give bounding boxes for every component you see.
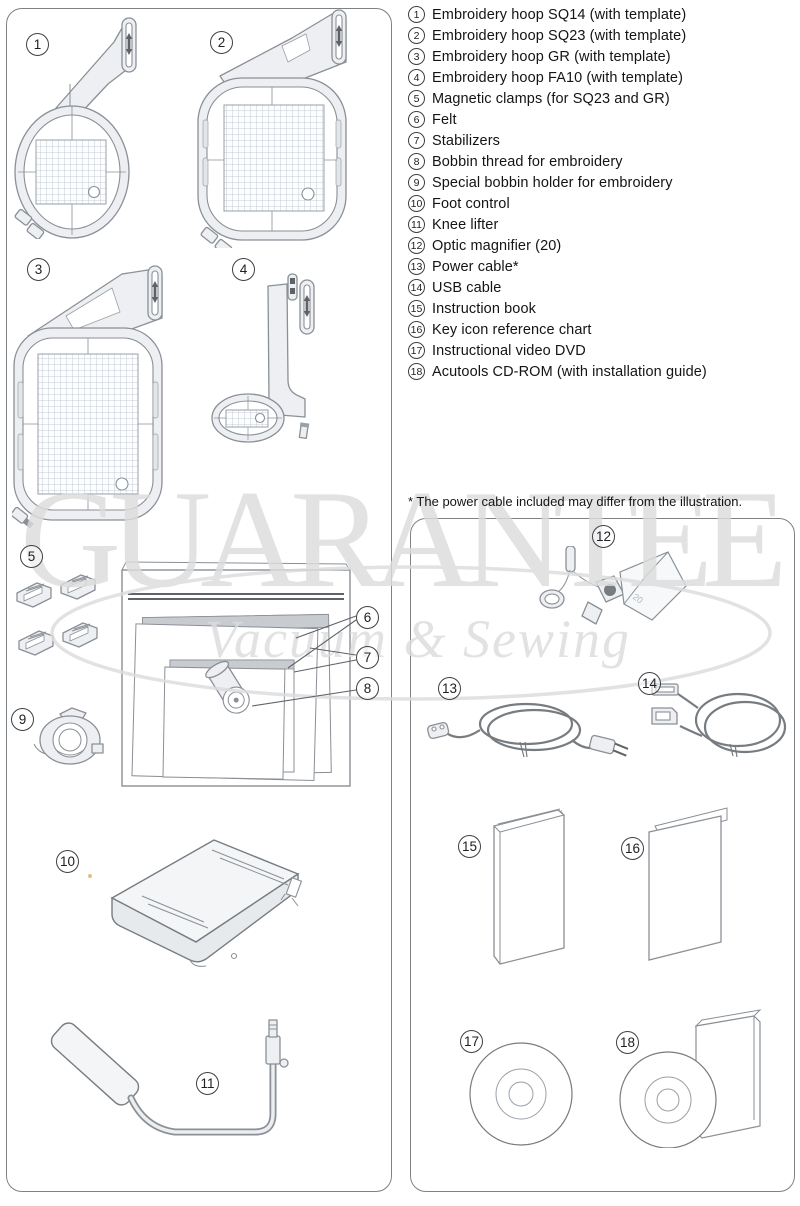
item-label: Embroidery hoop SQ14 (with template) [432,6,687,23]
figure-badge-1: 1 [26,33,49,56]
scan-speck [88,874,92,878]
item-number-badge: 1 [408,6,425,23]
hoop-sq23-figure [197,9,347,248]
figure-badge-7: 7 [356,646,379,669]
figure-badge-11: 11 [196,1072,219,1095]
item-number-badge: 12 [408,237,425,254]
list-item: 17 Instructional video DVD [408,340,707,361]
list-item: 18 Acutools CD-ROM (with installation gui… [408,361,707,382]
item-label: USB cable [432,279,502,296]
item-number-badge: 15 [408,300,425,317]
list-item: 2 Embroidery hoop SQ23 (with template) [408,25,707,46]
list-item: 11 Knee lifter [408,214,707,235]
figure-badge-5: 5 [20,545,43,568]
figure-badge-15: 15 [458,835,481,858]
item-number-badge: 10 [408,195,425,212]
figure-badge-17: 17 [460,1030,483,1053]
list-item: 5 Magnetic clamps (for SQ23 and GR) [408,88,707,109]
item-number-badge: 7 [408,132,425,149]
item-number-badge: 2 [408,27,425,44]
bobbin-holder-figure [33,707,104,765]
item-number-badge: 6 [408,111,425,128]
item-label: Special bobbin holder for embroidery [432,174,673,191]
illustration-panel-right [410,518,795,1192]
reference-chart-figure [648,807,728,961]
figure-badge-18: 18 [616,1031,639,1054]
figure-badge-16: 16 [621,837,644,860]
item-label: Instructional video DVD [432,342,586,359]
power-cable-figure [427,702,629,758]
list-item: 15 Instruction book [408,298,707,319]
list-item: 8 Bobbin thread for embroidery [408,151,707,172]
list-item: 4 Embroidery hoop FA10 (with template) [408,67,707,88]
item-label: Embroidery hoop GR (with template) [432,48,671,65]
item-label: Magnetic clamps (for SQ23 and GR) [432,90,670,107]
optic-magnifier-figure: 20 [539,546,687,625]
power-cable-footnote: * The power cable included may differ fr… [408,494,743,509]
list-item: 10 Foot control [408,193,707,214]
list-item: 14 USB cable [408,277,707,298]
item-number-badge: 9 [408,174,425,191]
list-item: 7 Stabilizers [408,130,707,151]
callout-leader-lines [251,615,357,707]
item-label: Knee lifter [432,216,499,233]
item-label: Bobbin thread for embroidery [432,153,623,170]
figure-badge-2: 2 [210,31,233,54]
item-label: Felt [432,111,457,128]
magnetic-clamps-figure [16,574,98,656]
item-number-badge: 17 [408,342,425,359]
list-item: 1 Embroidery hoop SQ14 (with template) [408,4,707,25]
list-item: 16 Key icon reference chart [408,319,707,340]
list-item: 9 Special bobbin holder for embroidery [408,172,707,193]
item-label: Stabilizers [432,132,500,149]
hoop-gr-figure [12,265,163,528]
item-label: Acutools CD-ROM (with installation guide… [432,363,707,380]
usb-cable-figure [651,683,787,758]
hoop-fa10-figure [211,273,315,443]
item-number-badge: 11 [408,216,425,233]
figure-badge-12: 12 [592,525,615,548]
cdrom-figure [619,1009,762,1148]
item-number-badge: 3 [408,48,425,65]
item-label: Key icon reference chart [432,321,592,338]
list-item: 12 Optic magnifier (20) [408,235,707,256]
figure-badge-9: 9 [11,708,34,731]
figure-badge-8: 8 [356,677,379,700]
figure-badge-14: 14 [638,672,661,695]
item-label: Foot control [432,195,510,212]
figure-badge-10: 10 [56,850,79,873]
list-item: 6 Felt [408,109,707,130]
knee-lifter-figure [50,1019,289,1136]
item-label: Embroidery hoop SQ23 (with template) [432,27,687,44]
item-label: Instruction book [432,300,536,317]
item-label: Power cable* [432,258,519,275]
item-number-badge: 13 [408,258,425,275]
item-number-badge: 18 [408,363,425,380]
video-dvd-figure [469,1042,573,1146]
figure-badge-3: 3 [27,258,50,281]
item-label: Embroidery hoop FA10 (with template) [432,69,684,86]
figure-badge-6: 6 [356,606,379,629]
item-number-badge: 14 [408,279,425,296]
item-label: Optic magnifier (20) [432,237,562,254]
item-number-badge: 16 [408,321,425,338]
instruction-book-figure [493,808,566,965]
item-number-badge: 5 [408,90,425,107]
figure-badge-4: 4 [232,258,255,281]
foot-control-figure [110,839,303,967]
figure-badge-13: 13 [438,677,461,700]
list-item: 13 Power cable* [408,256,707,277]
list-item: 3 Embroidery hoop GR (with template) [408,46,707,67]
item-number-badge: 8 [408,153,425,170]
item-number-badge: 4 [408,69,425,86]
hoop-sq14-figure [13,17,137,239]
